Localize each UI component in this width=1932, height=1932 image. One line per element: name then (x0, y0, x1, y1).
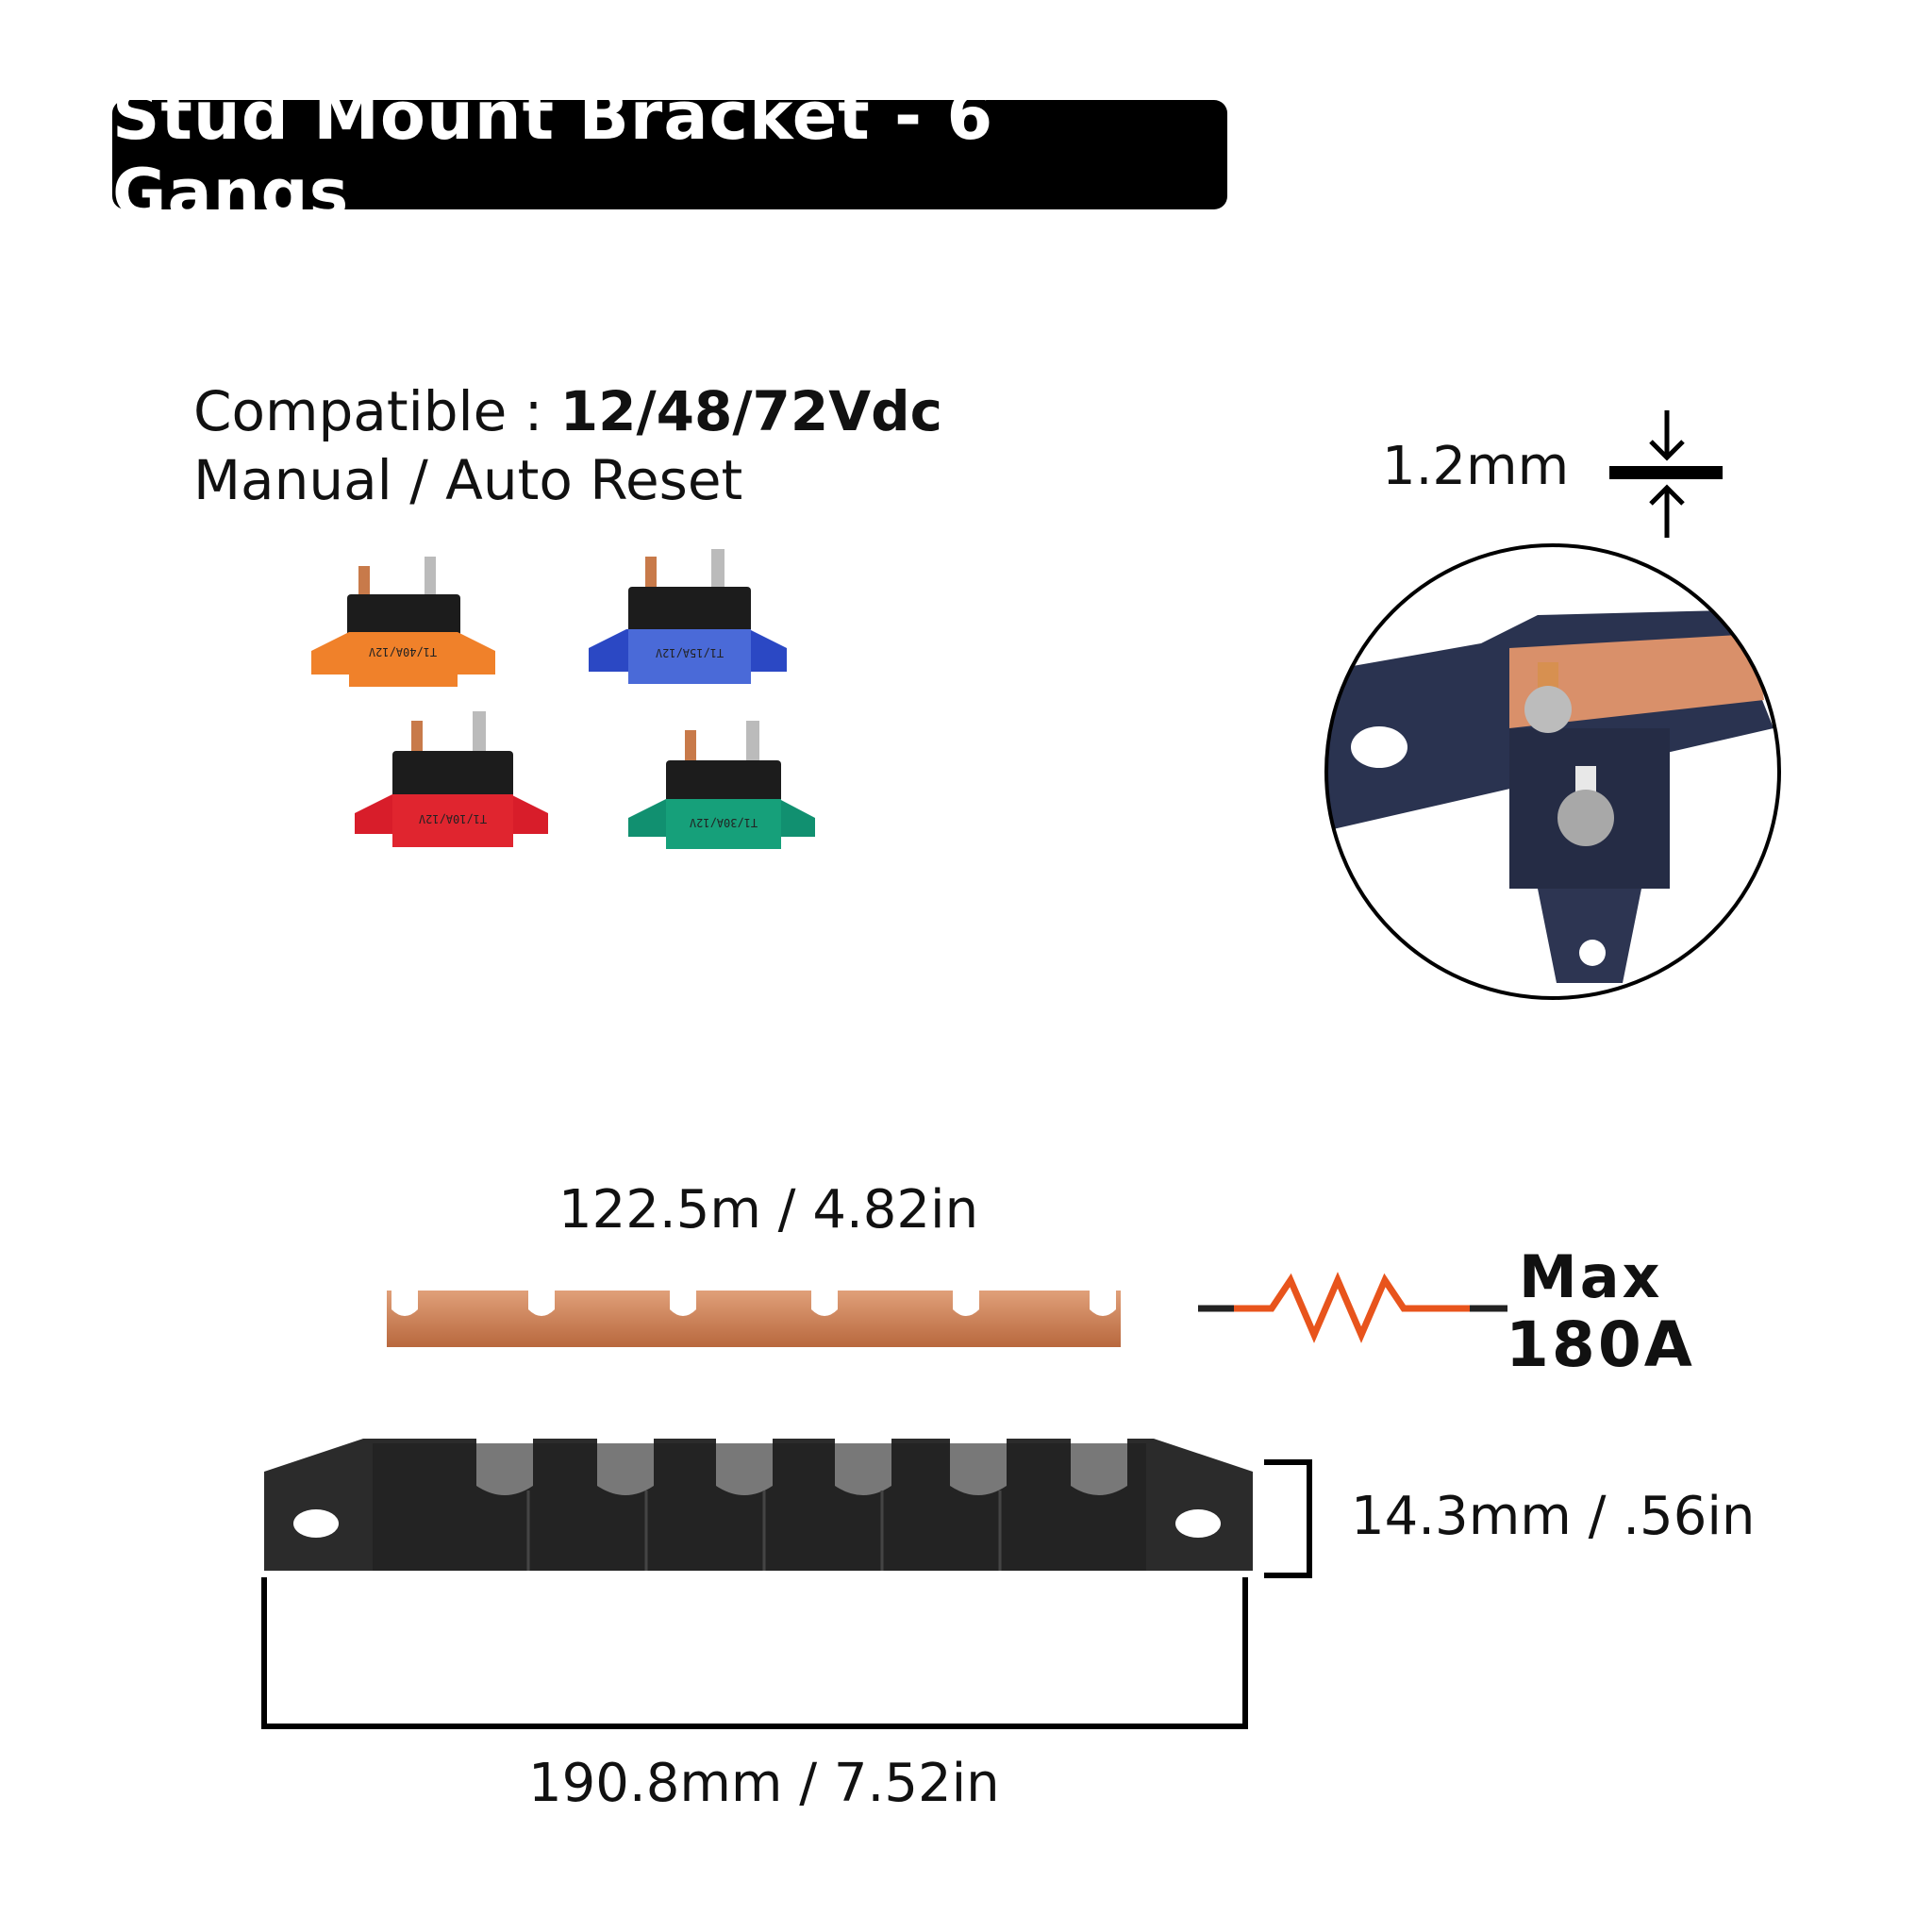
title-banner: Stud Mount Bracket - 6 Gangs (112, 77, 1227, 232)
bracket-height-label: 14.3mm / .56in (1351, 1486, 1756, 1547)
page-title: Stud Mount Bracket - 6 Gangs (112, 77, 994, 232)
width-dimension-bracket (261, 1577, 1248, 1729)
max-current-label: Max (1519, 1242, 1663, 1311)
breaker-label: T1/15A/12V (656, 646, 724, 659)
breaker-red: T1/10A/12V (355, 711, 548, 847)
compatible-voltage: Compatible : 12/48/72Vdc (193, 379, 942, 443)
stud-mount-bracket-image (264, 1439, 1253, 1571)
copper-busbar-image (387, 1291, 1121, 1347)
resistor-icon (1198, 1272, 1507, 1343)
compatible-label: Compatible : (193, 379, 543, 443)
max-current-value: 180A (1506, 1308, 1695, 1381)
breaker-label: T1/30A/12V (690, 816, 758, 829)
bracket-width-label: 190.8mm / 7.52in (528, 1753, 1000, 1814)
thickness-arrows-icon (1609, 410, 1723, 538)
reset-type: Manual / Auto Reset (193, 448, 743, 512)
compatible-value: 12/48/72Vdc (559, 379, 943, 443)
breaker-label: T1/40A/12V (369, 645, 437, 658)
breaker-orange: T1/40A/12V (311, 557, 495, 687)
breaker-green: T1/30A/12V (628, 721, 815, 849)
thickness-label: 1.2mm (1382, 436, 1570, 497)
breaker-blue: T1/15A/12V (589, 549, 787, 684)
height-dimension-bracket (1264, 1459, 1312, 1578)
busbar-length-label: 122.5m / 4.82in (558, 1179, 979, 1241)
breaker-label: T1/10A/12V (419, 812, 487, 825)
detail-closeup-image (1324, 543, 1781, 1000)
